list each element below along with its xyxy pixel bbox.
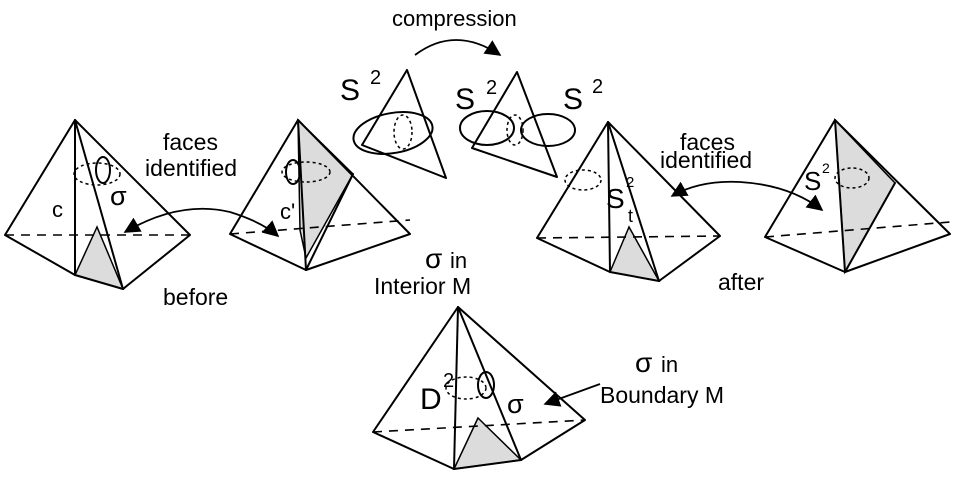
s2-label-2-sup: 2	[486, 77, 497, 99]
s2-right-label-s: S	[804, 166, 821, 196]
in-boundary-word: in	[661, 352, 678, 377]
tetrahedron-boundary	[372, 306, 586, 470]
flat-triangle-1	[352, 69, 447, 179]
sigma-bottom-label: σ	[507, 389, 524, 419]
tetra-outline	[372, 306, 586, 470]
flat-triangle-2	[459, 71, 576, 178]
boundary-m-label: Boundary M	[600, 382, 724, 408]
sphere-loop	[352, 111, 434, 155]
tetra-edge	[457, 306, 522, 461]
before-label: before	[163, 284, 228, 310]
tetra-edge	[297, 119, 307, 271]
s2t-label-s: S	[606, 183, 625, 214]
c-label: c	[52, 197, 63, 222]
tetra-edge	[453, 306, 459, 470]
s2t-label-sub: t	[628, 206, 633, 226]
identify-arrow-right-b	[739, 181, 824, 211]
tetra-outline	[536, 121, 721, 282]
s2-label-3-sup: 2	[592, 76, 603, 98]
sigma-boundary-symbol: σ	[635, 347, 652, 378]
compression-label: compression	[392, 6, 517, 31]
dotted-circle	[834, 167, 870, 189]
tetrahedron-c-prime	[229, 118, 411, 271]
sphere-loop-left	[459, 110, 515, 146]
sigma-label-before: σ	[110, 181, 127, 211]
hidden-edge	[229, 219, 411, 235]
solid-loop	[477, 371, 495, 399]
tetra-outline	[4, 119, 191, 290]
s2-label-2-s: S	[455, 83, 475, 116]
d2-label-d: D	[420, 383, 442, 416]
interior-m-label: Interior M	[374, 273, 471, 299]
identified-label-right: identified	[660, 147, 752, 173]
tetra-edge	[607, 121, 660, 282]
boundary-arrow	[543, 383, 601, 407]
dotted-circle	[445, 376, 487, 400]
tetrahedron-after	[536, 121, 721, 283]
compression-arrow	[414, 39, 502, 56]
solid-loop	[285, 159, 301, 185]
tetra-edge	[305, 173, 354, 271]
dotted-circle	[281, 161, 331, 183]
hidden-edge	[536, 235, 721, 239]
tetra-edge	[607, 121, 611, 273]
tetra-edge	[74, 119, 124, 290]
tetra-edge	[844, 182, 896, 273]
s2-label-1-s: S	[340, 74, 360, 107]
identified-label-left: identified	[145, 155, 237, 181]
in-interior-word: in	[450, 248, 467, 273]
identify-arrow-right-a	[670, 180, 741, 197]
dotted-loop	[506, 114, 524, 146]
solid-loop	[95, 156, 111, 184]
sigma-interior-symbol: σ	[425, 243, 442, 274]
flat-triangle	[361, 69, 447, 179]
tetrahedron-before	[4, 119, 191, 291]
c-prime-label: c'	[280, 199, 295, 224]
sphere-loop-right	[520, 113, 576, 147]
identify-arrow-left-b	[229, 211, 280, 238]
s2-label-3-s: S	[563, 83, 583, 116]
dotted-circle	[73, 162, 121, 186]
identify-arrow-left-a	[123, 207, 231, 233]
s2-label-1-sup: 2	[370, 67, 381, 89]
shaded-face	[73, 225, 125, 291]
d2-label-sup: 2	[443, 370, 454, 392]
faces-label-right: faces	[680, 129, 735, 155]
faces-label-left: faces	[163, 129, 218, 155]
tetrahedron-right	[764, 117, 951, 275]
tetra-edge	[834, 119, 846, 273]
hidden-edge	[372, 419, 586, 433]
flat-triangle	[471, 71, 558, 178]
after-label: after	[718, 269, 764, 295]
dotted-circle	[564, 169, 602, 191]
dotted-loop	[393, 114, 413, 150]
s2t-label-sup: 2	[626, 174, 634, 191]
s2-right-label-sup: 2	[822, 160, 830, 176]
